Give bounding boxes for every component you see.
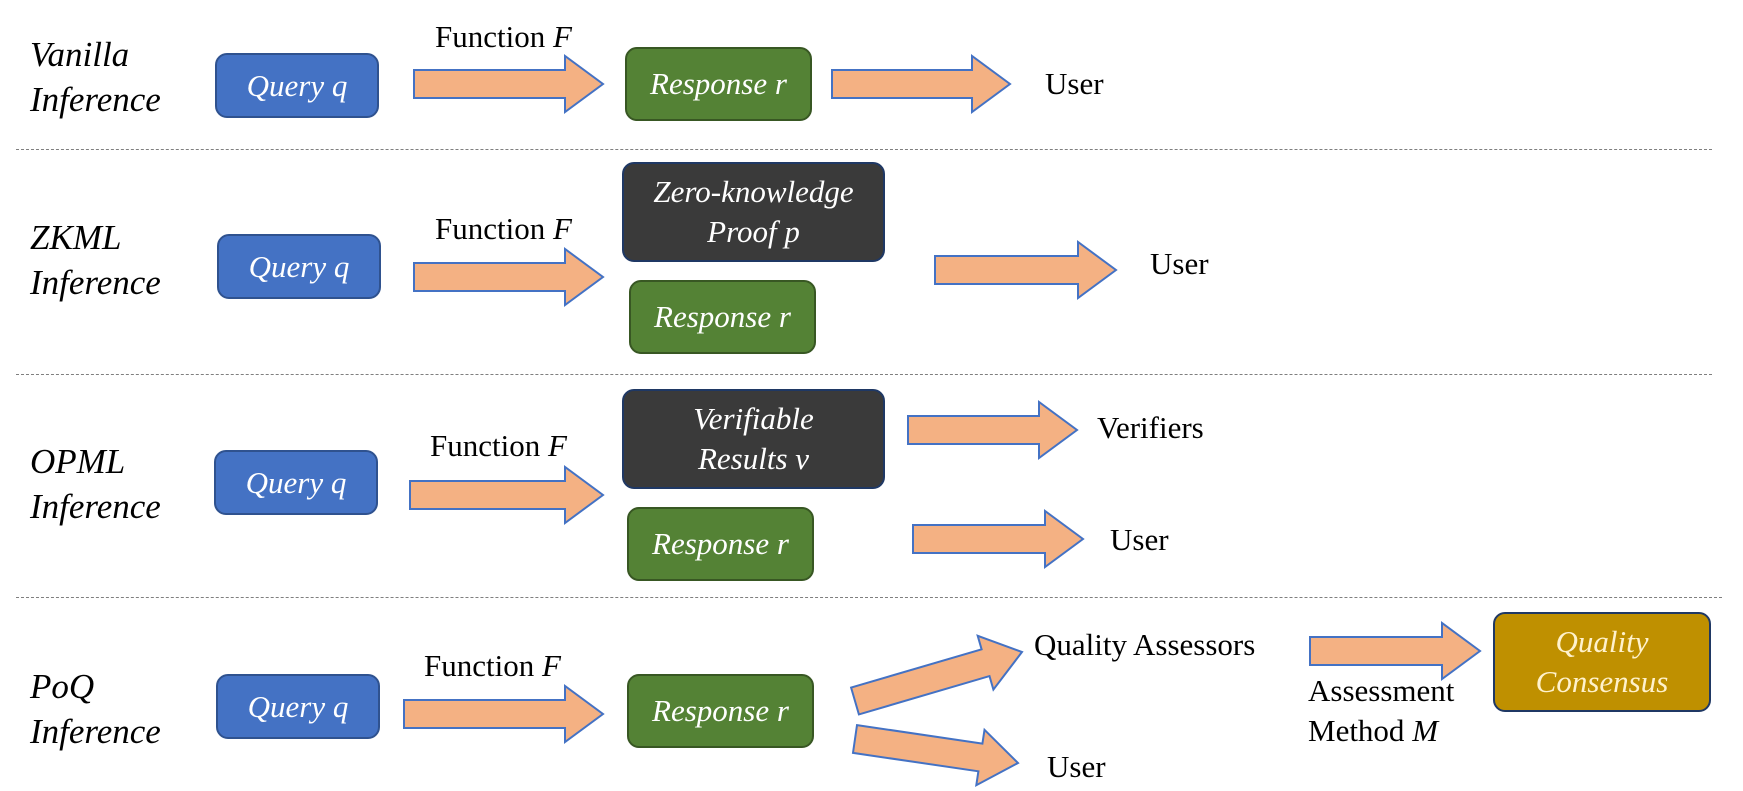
arrow-poq-user (851, 723, 1020, 788)
arrow-opml-verifiers (907, 400, 1079, 460)
target-user-poq: User (1047, 749, 1106, 784)
function-label-vanilla: Function F (435, 19, 572, 55)
arrow-zkml-user (934, 240, 1118, 300)
assessment-text: Assessment Method (1308, 673, 1455, 748)
response-box-poq: Response r (627, 674, 814, 748)
response-box-zkml: Response r (629, 280, 816, 354)
row-label-vanilla: Vanilla Inference (30, 35, 161, 119)
query-box-vanilla: Query q (215, 53, 379, 118)
arrow-zkml-function (413, 247, 605, 307)
row-label-zkml: ZKML Inference (30, 218, 161, 302)
assessment-var: M (1412, 713, 1439, 748)
response-box-vanilla: Response r (625, 47, 812, 121)
row-label-poq: PoQ Inference (30, 667, 161, 751)
arrow-vanilla-user (831, 54, 1012, 114)
function-var: F (547, 428, 567, 463)
proof-box-opml: Verifiable Results v (622, 389, 885, 489)
assessment-method-label: Assessment Method M (1308, 671, 1454, 751)
query-box-zkml: Query q (217, 234, 381, 299)
proof-box-zkml: Zero-knowledge Proof p (622, 162, 885, 262)
function-text: Function (424, 648, 535, 683)
target-user-opml: User (1110, 522, 1169, 557)
function-text: Function (435, 19, 546, 54)
query-box-opml: Query q (214, 450, 378, 515)
target-user-zkml: User (1150, 246, 1209, 281)
function-label-poq: Function F (424, 648, 561, 684)
query-box-poq: Query q (216, 674, 380, 739)
target-user-vanilla: User (1045, 66, 1104, 101)
function-text: Function (430, 428, 541, 463)
separator-2 (16, 374, 1712, 375)
function-text: Function (435, 211, 546, 246)
function-label-zkml: Function F (435, 211, 572, 247)
target-assessors-poq: Quality Assessors (1034, 627, 1256, 662)
arrow-poq-function (403, 684, 605, 744)
separator-3 (16, 597, 1722, 598)
target-verifiers-opml: Verifiers (1097, 410, 1204, 445)
separator-1 (16, 149, 1712, 150)
consensus-box-poq: Quality Consensus (1493, 612, 1711, 712)
arrow-poq-consensus (1309, 621, 1482, 681)
arrow-vanilla-function (413, 54, 605, 114)
function-var: F (552, 19, 572, 54)
arrow-poq-assessors (849, 634, 1024, 716)
arrow-opml-function (409, 465, 605, 525)
function-var: F (541, 648, 561, 683)
function-var: F (552, 211, 572, 246)
row-label-opml: OPML Inference (30, 442, 161, 526)
response-box-opml: Response r (627, 507, 814, 581)
function-label-opml: Function F (430, 428, 567, 464)
arrow-opml-user (912, 509, 1085, 569)
